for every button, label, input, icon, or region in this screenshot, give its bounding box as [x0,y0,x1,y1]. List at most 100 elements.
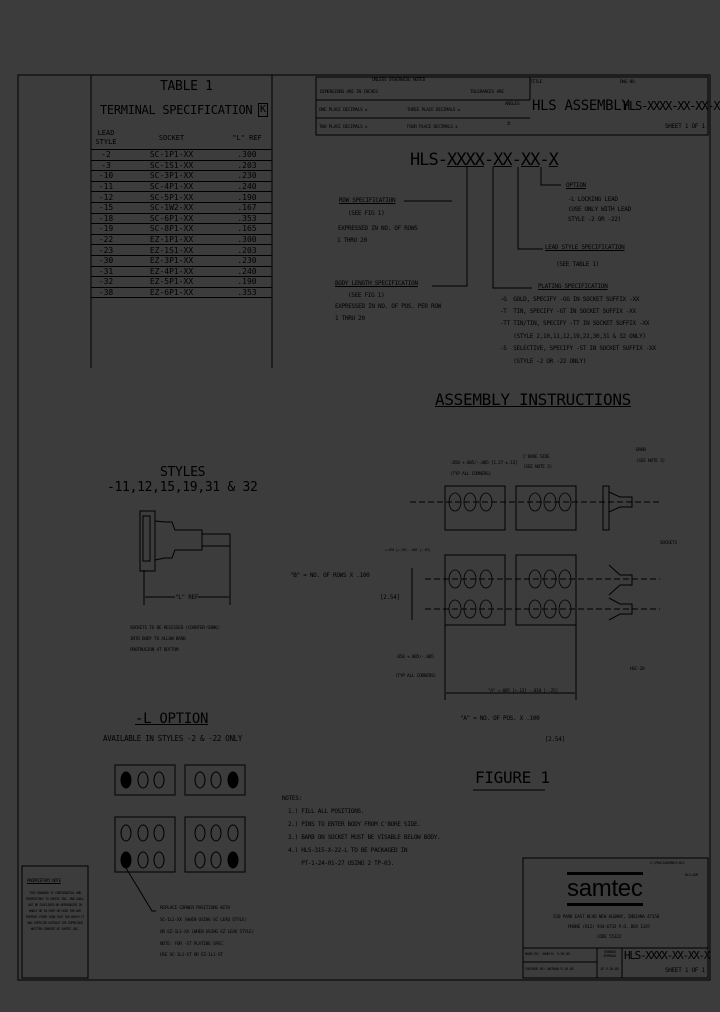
pn-lead-style: XX [520,150,541,170]
pn-prefix: HLS- [410,150,448,170]
l-ref-cell: .240 [222,266,272,278]
socket-cell: SC-5P1-XX [121,191,222,203]
company-phone: PHONE (812) 944-6733 P.O. BOX 1147 [568,925,650,930]
lead-style-cell: -30 [91,255,121,267]
replace-note: REPLACE CORNER POSITIONS WITH [160,906,230,911]
body-spec-title: BODY LENGTH SPECIFICATION [335,280,418,287]
lead-style-cell: -11 [91,181,121,193]
assembly-top-view [410,485,660,531]
lead-spec-line: (SEE TABLE 1) [556,261,600,268]
body-spec-line: (SEE FIG 1) [348,292,385,299]
plating-line: (STYLE 2,10,11,12,19,22,30,31 & 32 ONLY) [500,333,646,340]
l-option-views [114,764,246,912]
lead-spec-title: LEAD STYLE SPECIFICATION [545,244,625,251]
bottom-title-block [522,947,709,979]
table-title: TABLE 1 [160,79,213,94]
revision-mark: K [258,103,268,117]
l-ref-cell: .230 [222,255,272,267]
lead-style-cell: -15 [91,202,121,214]
l-ref-cell: .203 [222,244,272,256]
tolerances-label: TOLERANCES ARE [470,90,504,95]
l-ref-cell: .240 [222,181,272,193]
l-ref-cell: .300 [222,234,272,246]
notes-title: NOTES: [282,795,302,802]
three-place: THREE PLACE DECIMALS ± [407,108,461,113]
l-ref-cell: .165 [222,223,272,235]
socket-cell: SC-6P1-XX [121,213,222,225]
option-line: STYLE -2 OR -22) [568,216,621,223]
file-path: C:\PRO\ASSEMBLY\HLS [650,861,685,865]
replace-note: OR EZ-1L1-XX (WHEN USING EZ LEAD STYLE) [160,930,254,935]
socket-side-view [139,510,231,605]
l-ref-cell: .230 [222,170,272,182]
body-spec-line: 1 THRU 20 [335,315,365,322]
hsc-label: HSC-20 [630,667,645,672]
replace-note: SC-1L1-XX (WHEN USING SC LEAD STYLE) [160,918,247,923]
lead-style-cell: -18 [91,213,121,225]
lead-style-cell: -19 [91,223,121,235]
plating-line: -S SELECTIVE, SPECIFY -ST IN SOCKET SUFF… [500,345,656,352]
socket-cell: SC-1W2-XX [121,202,222,214]
socket-cell: SC-1S1-XX [121,160,222,172]
cbore-note: (SEE NOTE 2) [523,465,552,470]
plating-line: -T TIN, SPECIFY -GT IN SOCKET SUFFIX -XX [500,308,636,315]
styles-title: STYLES [160,465,206,480]
option-line: (USE ONLY WITH LEAD [568,206,631,213]
note-line: 3.) BARB ON SOCKET MUST BE VISABLE BELOW… [288,834,441,841]
corner-dimension: .050 +.005/-.005 [1.27 ±.13] [450,461,518,466]
drawing-border [17,74,711,981]
plating-line: -TT TIN/TIN, SPECIFY -TT IN SOCKET SUFFI… [500,320,650,327]
styles-note: PROTRUSION AT BOTTOM [130,648,179,653]
l-option-title: -L OPTION [135,711,209,727]
part-number-leaders [404,167,561,289]
note-line: 4.) HLS-315-X-22-L TO BE PACKAGED IN [288,847,408,854]
lead-style-cell: -12 [91,191,121,203]
pn-sep: - [511,150,522,170]
b-metric: [2.54] [380,594,400,601]
plating-line: -G GOLD, SPECIFY -GG IN SOCKET SUFFIX -X… [500,296,640,303]
styles-note: SOCKETS TO BE RECESSED (COUNTER-SUNK) [130,626,220,631]
l-ref-cell: .190 [222,276,272,288]
pn-body-length: XXXX [446,150,485,170]
bottom-drawing-number: HLS-XXXX-XX-XX-X [624,949,710,962]
two-place: TWO PLACE DECIMALS ± [319,125,368,130]
note-line: 1.) FILL ALL POSITIONS. [288,808,365,815]
lead-style-cell: -10 [91,170,121,182]
angles-label: ANGLES [505,102,520,107]
typ-corners-note: (TYP ALL CORNERS) [450,472,491,477]
proprietary-title: PROPRIETARY NOTE [27,878,61,883]
corner-dimension-2: .050 +.005/-.005 [395,655,434,660]
styles-note: INTO BODY TO ALLOW BARB [130,637,186,642]
l-ref-cell: .353 [222,287,272,299]
angles-value: ± [507,120,511,127]
socket-cell: SC-8P1-XX [121,223,222,235]
replace-note: NOTE: FOR -ST PLATING SPEC. [160,942,226,947]
option-line: -L LOCKING LEAD [568,196,618,203]
option-title: OPTION [566,182,586,189]
barb-note: (SEE NOTE 3) [636,459,665,464]
company-code: CODE 55322 [597,935,622,940]
lead-style-cell: -23 [91,244,121,256]
l-ref-label: "L" REF [175,594,199,602]
lead-style-cell: -3 [91,160,121,172]
note-line: PT-1-24-01-27 USING 2 TP-03. [288,860,394,867]
lead-style-cell: -22 [91,234,121,246]
l-option-subtitle: AVAILABLE IN STYLES -2 & -22 ONLY [103,734,243,743]
drawing-number: HLS-XXXX-XX-XX-X [623,99,720,113]
lead-style-cell: -32 [91,276,121,288]
pn-option: X [548,150,559,170]
header-l-ref: "L" REF [222,127,272,150]
part-number: HLS-XXXX-XX-XX-X [410,150,559,170]
table-subtitle: TERMINAL SPECIFICATION [100,103,253,117]
row-spec-line: EXPRESSED IN NO. OF ROWS [338,225,418,232]
socket-cell: EZ-6P1-XX [121,287,222,299]
pn-sep: - [483,150,494,170]
socket-cell: EZ-1P1-XX [121,234,222,246]
